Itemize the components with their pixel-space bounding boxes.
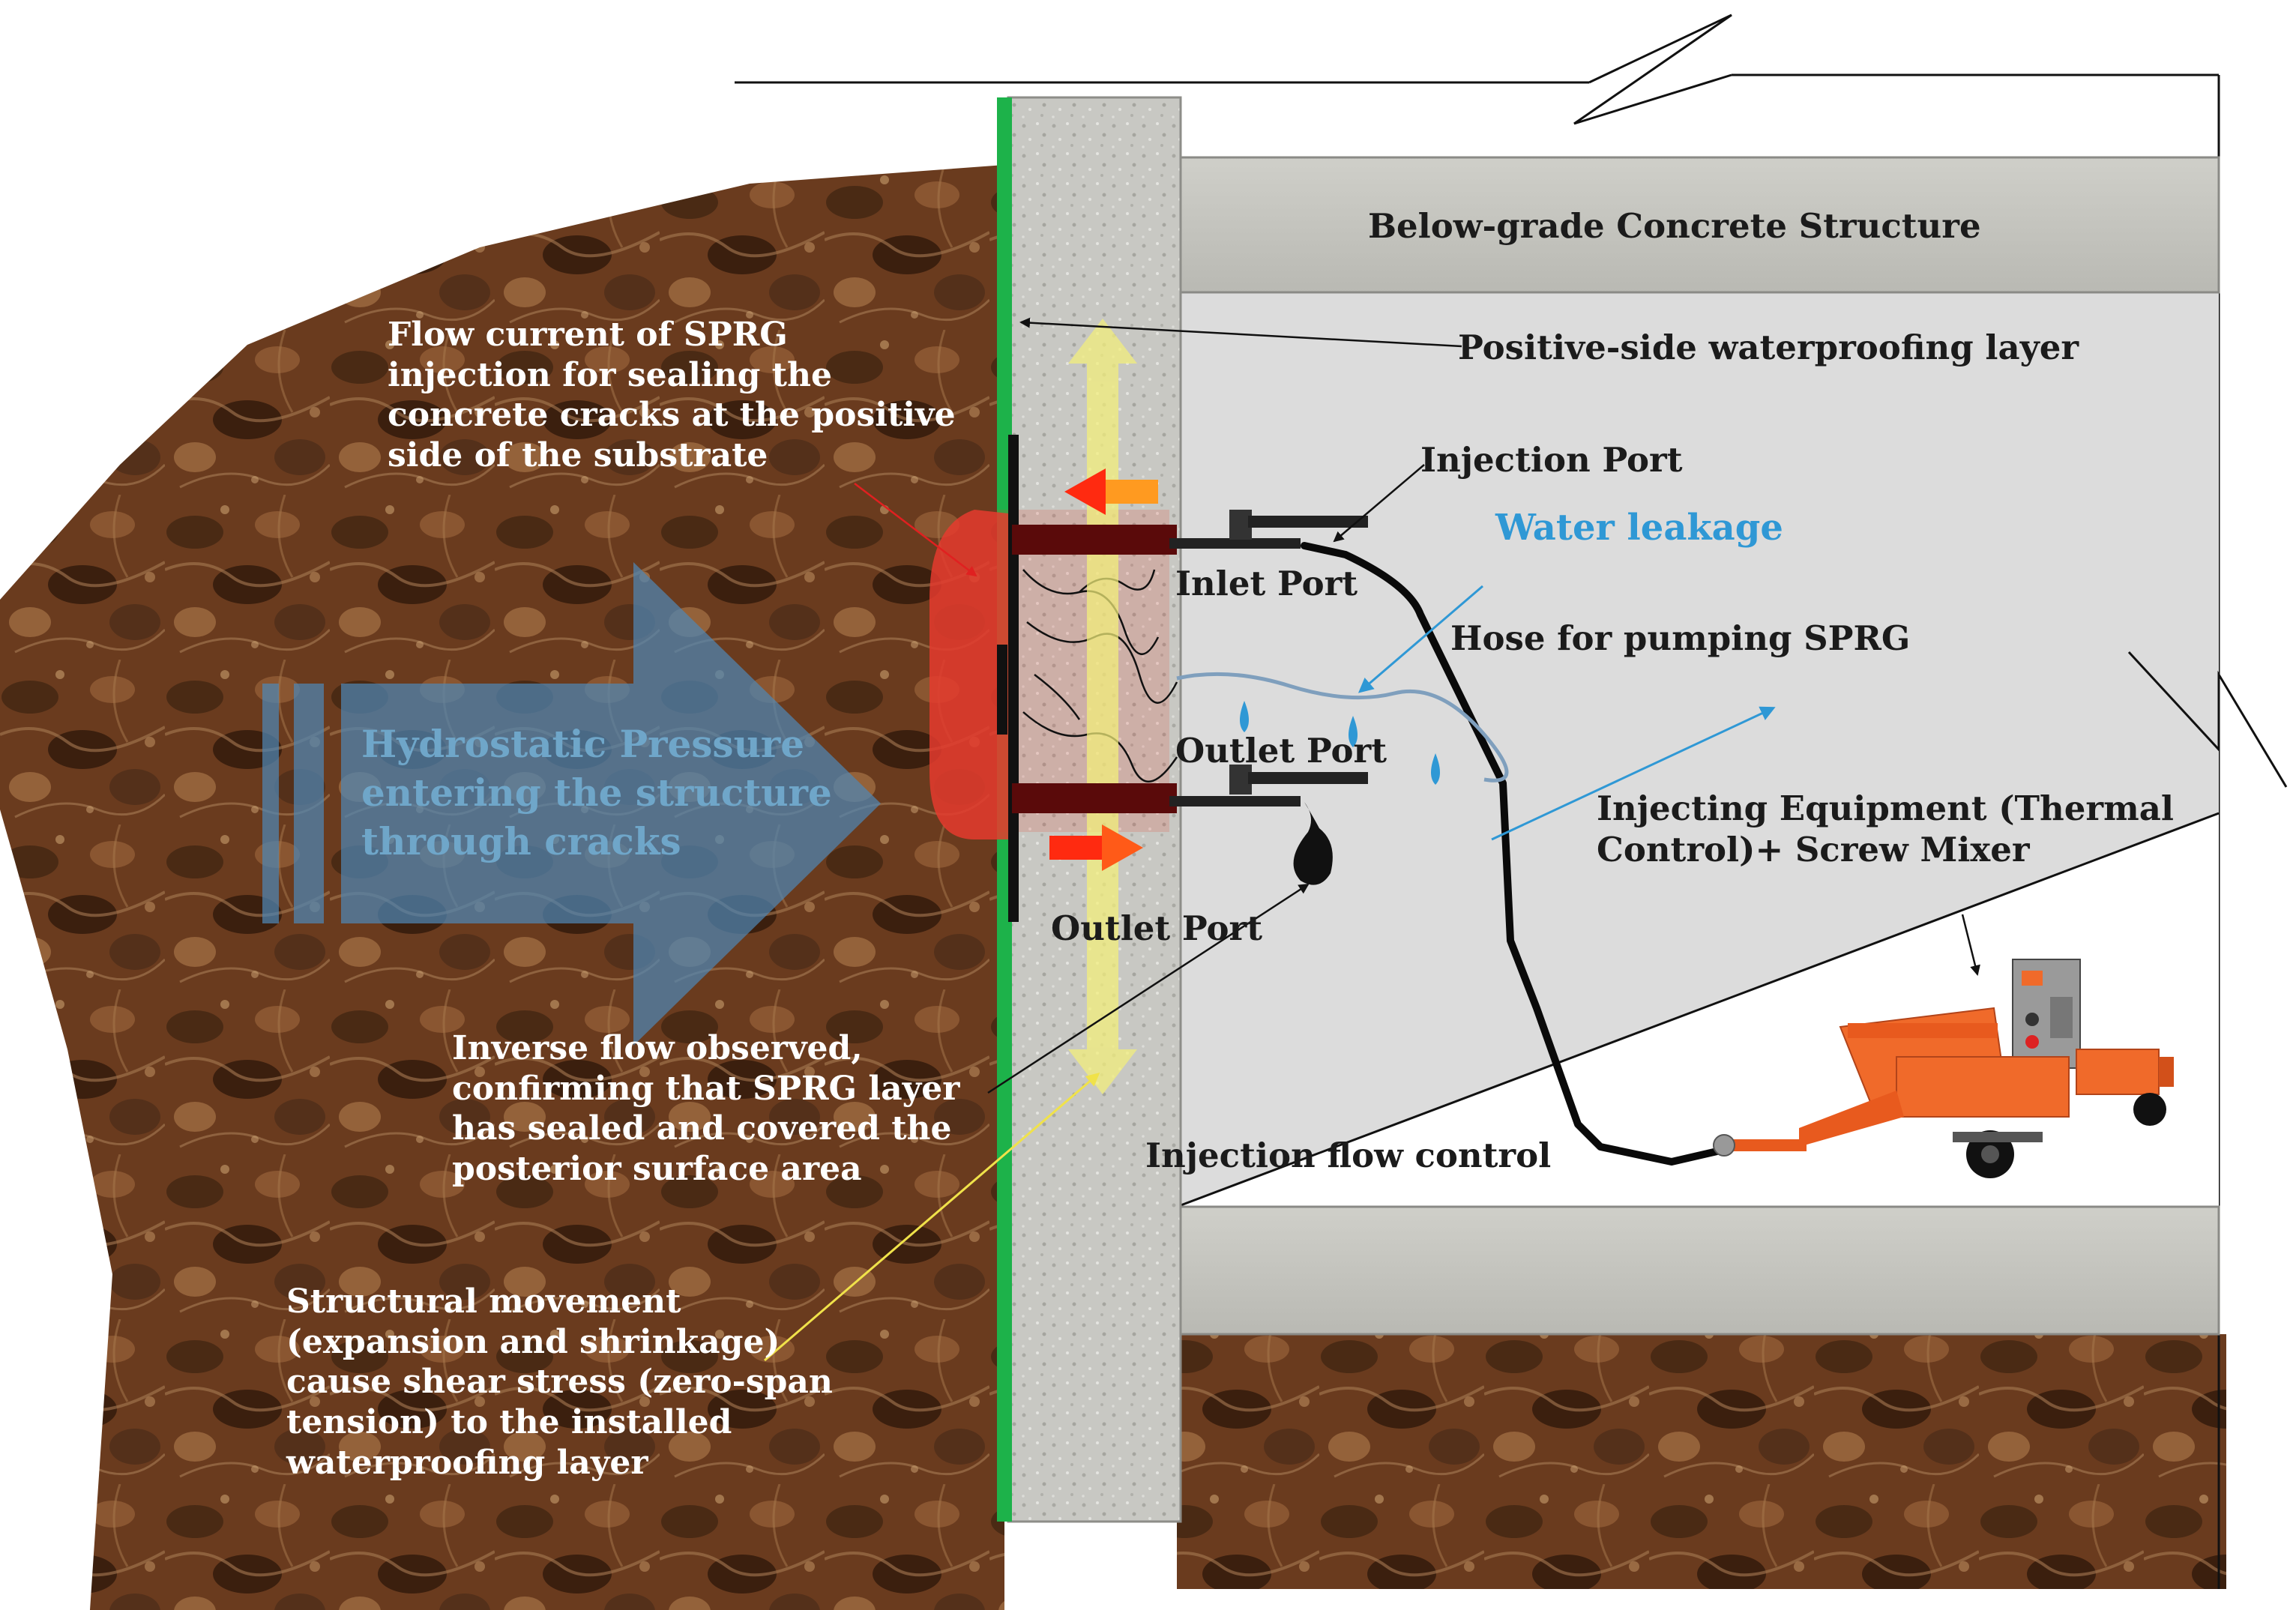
label-injection-flow-control: Injection flow control [1145, 1136, 1552, 1175]
label-flow-current: Flow current of SPRG injection for seali… [388, 316, 956, 475]
pump-mixer-icon [1713, 959, 2174, 1178]
outlet-drip [1293, 802, 1333, 885]
inlet-flow-arrow [1064, 468, 1158, 515]
outlet-flow-arrow [1049, 824, 1143, 871]
label-outlet-port-lower: Outlet Port [1051, 908, 1263, 948]
label-concrete-structure: Below-grade Concrete Structure [1368, 206, 1981, 246]
label-hydrostatic-pressure: Hydrostatic Pressure entering the struct… [361, 722, 832, 863]
water-leak-line [1176, 672, 1509, 783]
hose [1301, 542, 1724, 1166]
water-droplets [1240, 701, 1440, 785]
break-symbol-top [1573, 13, 1732, 125]
hydrostatic-arrow [262, 562, 881, 1046]
label-structural-movement: Structural movement (expansion and shrin… [286, 1282, 833, 1482]
label-inlet-port: Inlet Port [1175, 564, 1358, 603]
label-outlet-port-upper: Outlet Port [1175, 731, 1387, 771]
pointer-water-leakage [1358, 585, 1483, 693]
pointer-flow-current [854, 483, 977, 577]
label-positive-waterproofing-layer: Positive-side waterproofing layer [1458, 328, 2079, 367]
label-injection-port: Injection Port [1420, 440, 1683, 480]
pointer-inverse-flow [987, 883, 1310, 1094]
label-water-leakage: Water leakage [1495, 507, 1783, 549]
break-symbol-right [2127, 651, 2288, 788]
bottom-slab [1175, 1205, 2220, 1336]
label-inverse-flow: Inverse flow observed, confirming that S… [452, 1029, 960, 1189]
repair-strip [1008, 435, 1019, 922]
top-slab [1175, 156, 2220, 294]
sprg-bulge [929, 510, 1008, 839]
pointer-structural-movement [764, 1073, 1100, 1362]
pointer-sprg-flow [1491, 706, 1776, 841]
pointer-positive-layer [1019, 317, 1462, 348]
inlet-port-assembly [1012, 510, 1368, 555]
soil-below-slab [1177, 1334, 2226, 1589]
pointer-injection-port [1333, 464, 1425, 543]
label-hose: Hose for pumping SPRG [1450, 618, 1911, 658]
outlet-port-assembly [1012, 765, 1368, 813]
label-injecting-equipment: Injecting Equipment (Thermal Control)+ S… [1597, 789, 2174, 869]
pointer-equipment [1961, 914, 1980, 976]
